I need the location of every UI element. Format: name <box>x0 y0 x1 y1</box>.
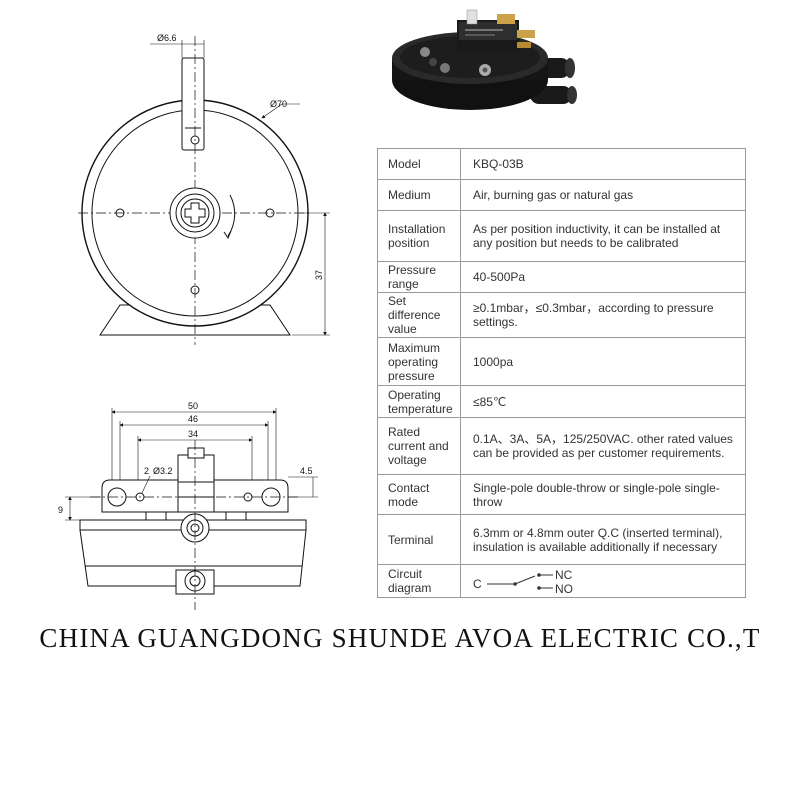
spec-label: Pressure range <box>377 261 461 293</box>
spec-label: Operating temperature <box>377 385 461 418</box>
circuit-common-label: C <box>473 577 482 591</box>
circuit-diagram: C NC NO <box>460 564 746 598</box>
spec-label: Model <box>377 148 461 180</box>
spec-row-contact: Contact mode Single-pole double-throw or… <box>377 474 746 515</box>
spec-value: 6.3mm or 4.8mm outer Q.C (inserted termi… <box>460 514 746 565</box>
spec-row-installation: Installation position As per position in… <box>377 210 746 262</box>
spec-value: Single-pole double-throw or single-pole … <box>460 474 746 515</box>
spec-row-medium: Medium Air, burning gas or natural gas <box>377 179 746 211</box>
spec-value: ≥0.1mbar，≤0.3mbar，according to pressure … <box>460 292 746 338</box>
dim-body-diameter: Ø70 <box>270 99 287 109</box>
spec-row-model: Model KBQ-03B <box>377 148 746 180</box>
spec-row-rated: Rated current and voltage 0.1A、3A、5A，125… <box>377 417 746 475</box>
spec-label: Set difference value <box>377 292 461 338</box>
spec-label: Contact mode <box>377 474 461 515</box>
dim-side-offset: 4.5 <box>300 466 313 476</box>
circuit-nc-label: NC <box>555 568 573 582</box>
spec-value: 1000pa <box>460 337 746 386</box>
spec-value: 40-500Pa <box>460 261 746 293</box>
spec-value: As per position inductivity, it can be i… <box>460 210 746 262</box>
spec-value: KBQ-03B <box>460 148 746 180</box>
dim-flange-height: 9 <box>58 505 63 515</box>
company-name: CHINA GUANGDONG SHUNDE AVOA ELECTRIC CO.… <box>39 623 761 653</box>
spec-label: Terminal <box>377 514 461 565</box>
spec-row-set-difference: Set difference value ≥0.1mbar，≤0.3mbar，a… <box>377 292 746 338</box>
dim-overall-width: 50 <box>188 401 198 411</box>
spec-row-circuit: Circuit diagram C NC NO <box>377 564 746 598</box>
spec-label: Rated current and voltage <box>377 417 461 475</box>
spec-row-pressure-range: Pressure range 40-500Pa <box>377 261 746 293</box>
switch-symbol-icon <box>487 573 553 590</box>
dim-hole-spacing: 46 <box>188 414 198 424</box>
spec-label: Medium <box>377 179 461 211</box>
spec-row-terminal: Terminal 6.3mm or 4.8mm outer Q.C (inser… <box>377 514 746 565</box>
spec-value: 0.1A、3A、5A，125/250VAC. other rated value… <box>460 417 746 475</box>
dim-inner-width: 34 <box>188 429 198 439</box>
front-view-drawing <box>78 36 330 345</box>
side-view-drawing <box>65 408 318 610</box>
spec-label: Circuit diagram <box>377 564 461 598</box>
dim-hole-diameter: Ø3.2 <box>153 466 173 476</box>
dim-shaft-diameter: Ø6.6 <box>157 33 177 43</box>
spec-label: Installation position <box>377 210 461 262</box>
spec-value: Air, burning gas or natural gas <box>460 179 746 211</box>
dim-height: 37 <box>314 270 324 280</box>
dim-hole-offset: 2 <box>144 466 149 476</box>
spec-row-max-pressure: Maximum operating pressure 1000pa <box>377 337 746 386</box>
spec-row-temperature: Operating temperature ≤85℃ <box>377 385 746 418</box>
product-photo <box>392 9 577 110</box>
circuit-no-label: NO <box>555 582 573 596</box>
spec-label: Maximum operating pressure <box>377 337 461 386</box>
spec-table: Model KBQ-03B Medium Air, burning gas or… <box>377 148 746 598</box>
spec-value: ≤85℃ <box>460 385 746 418</box>
